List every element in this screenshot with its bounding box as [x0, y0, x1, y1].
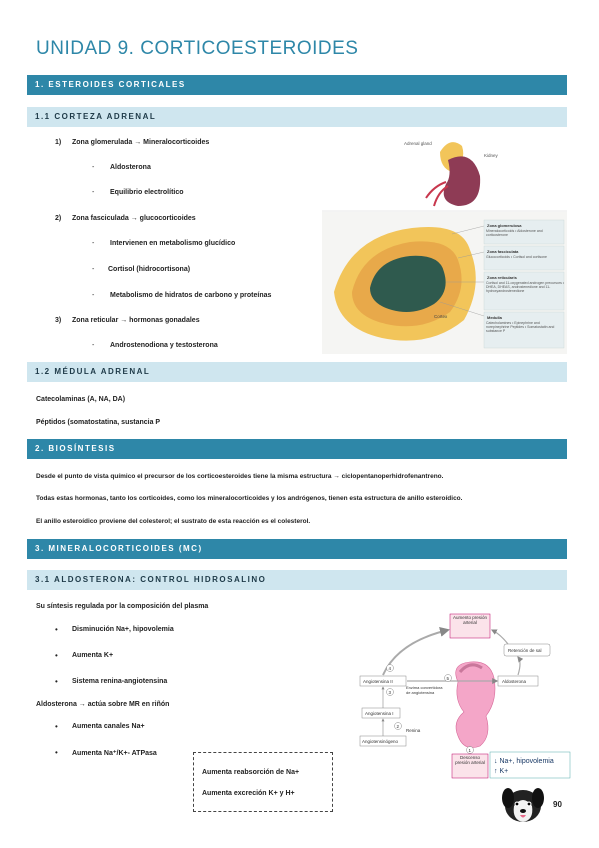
bullet-marker: •: [55, 677, 58, 686]
adrenal-figure: Adrenal gland Kidney Cortex Zona glomeru…: [322, 132, 567, 354]
dash-marker: -: [92, 240, 95, 247]
list-item: Androstenodiona y testosterona: [110, 342, 218, 349]
text-descenso: Descenso presión arterial: [455, 755, 485, 765]
medulla-line-1: Catecolaminas (A, NA, DA): [36, 396, 126, 403]
bullet-marker: •: [55, 748, 58, 757]
zg-text: Mineralocorticoids • Aldosterone and cor…: [486, 229, 543, 237]
kidney-adrenal-shape: [455, 661, 496, 748]
zg-title: Zona glomerulosa: [487, 223, 522, 228]
box-descenso: [451, 753, 489, 779]
zone-reticular: Zona reticular → hormonas gonadales: [72, 317, 200, 324]
dash-marker: -: [92, 164, 95, 171]
list-number: 1): [55, 139, 62, 146]
section-header-1: 1. ESTEROIDES CORTICALES: [27, 75, 567, 95]
medulla-shape: [370, 255, 446, 312]
step-5: 5: [447, 676, 450, 681]
text-retencion: Retención de sal: [508, 648, 542, 653]
text-na: ↓ Na+, hipovolemia: [494, 758, 554, 765]
bullet-item: Aumenta K+: [72, 652, 114, 659]
biosynthesis-paragraph-3: El anillo esteroídico proviene del coles…: [36, 518, 311, 525]
medulla-title: Medulla: [487, 315, 503, 320]
list-item: Intervienen en metabolismo glucídico: [110, 240, 236, 247]
bullet-item: Sistema renina-angiotensina: [72, 678, 168, 685]
box-aumento: [449, 613, 491, 639]
text-enzima: Enzima convertidora de angiotensina: [406, 686, 443, 695]
text-renina: Renina: [406, 728, 421, 733]
step-4: 4: [389, 666, 392, 671]
text-ang1: Angiotensina I: [365, 711, 394, 716]
section-header-2: 2. BIOSÍNTESIS: [27, 439, 567, 459]
list-item: Equilibrio electrolítico: [110, 189, 184, 196]
raas-figure: Aumento presión arterial Retención de sa…: [359, 613, 571, 779]
list-number: 2): [55, 215, 62, 222]
text-k: ↑ K+: [494, 768, 508, 775]
zr-title: Zona reticularis: [487, 275, 518, 280]
text-ang2: Angiotensina II: [363, 679, 393, 684]
page-number: 90: [553, 800, 562, 809]
zone-fasciculada: Zona fasciculada → glucocorticoides: [72, 215, 196, 222]
dog-mascot-icon: [502, 788, 544, 822]
bullet-item: Aumenta canales Na+: [72, 723, 145, 730]
text-aumento: Aumento presión arterial: [452, 615, 488, 625]
step-3: 3: [389, 690, 392, 695]
box-trigger: [489, 751, 571, 779]
label-adrenal-gland: Adrenal gland: [404, 141, 432, 146]
page-title: UNIDAD 9. CORTICOESTEROIDES: [36, 38, 359, 59]
zf-title: Zona fasciculata: [487, 249, 519, 254]
aldosterone-action: Aldosterona → actúa sobre MR en riñón: [36, 701, 170, 708]
bullet-item: Aumenta Na⁺/K+- ATPasa: [72, 750, 157, 757]
section-header-3-1: 3.1 ALDOSTERONA: CONTROL HIDROSALINO: [27, 570, 567, 590]
list-item: Aldosterona: [110, 164, 151, 171]
medulla-text: Catecholamines • Epinephrine and norepin…: [486, 321, 555, 333]
list-item: Cortisol (hidrocortisona): [108, 266, 191, 273]
label-cortex: Cortex: [434, 314, 448, 319]
biosynthesis-paragraph-1: Desde el punto de vista químico el precu…: [36, 473, 444, 480]
bullet-marker: •: [55, 651, 58, 660]
effect-1: Aumenta reabsorción de Na+: [202, 769, 300, 776]
dash-marker: -: [92, 189, 95, 196]
section-header-3: 3. MINERALOCORTICOIDES (MC): [27, 539, 567, 559]
bullet-marker: •: [55, 722, 58, 731]
list-item: Metabolismo de hidratos de carbono y pro…: [110, 292, 272, 299]
text-aldosterona: Aldosterona: [502, 679, 527, 684]
bullet-item: Disminución Na+, hipovolemia: [72, 626, 174, 633]
zone-glomerulada: Zona glomerulada → Mineralocorticoides: [72, 139, 210, 146]
biosynthesis-paragraph-2: Todas estas hormonas, tanto los corticoi…: [36, 495, 463, 502]
dash-marker: -: [92, 292, 95, 299]
effects-box: [193, 752, 333, 812]
kidney-shape: [443, 156, 481, 206]
zf-text: Glucocorticoids • Cortisol and cortisone: [486, 255, 547, 259]
bullet-marker: •: [55, 625, 58, 634]
section-header-1-1: 1.1 CORTEZA ADRENAL: [27, 107, 567, 127]
dash-marker: -: [92, 342, 95, 349]
zr-text: Cortisol and 11-oxygenated androgen prec…: [486, 281, 564, 293]
medulla-line-2: Péptidos (somatostatina, sustancia P: [36, 419, 161, 426]
section-header-1-2: 1.2 MÉDULA ADRENAL: [27, 362, 567, 382]
aldosterone-intro: Su síntesis regulada por la composición …: [36, 603, 209, 610]
dash-marker: -: [92, 266, 95, 273]
step-2: 2: [397, 724, 400, 729]
effect-2: Aumenta excreción K+ y H+: [202, 790, 295, 797]
list-number: 3): [55, 317, 62, 324]
step-1: 1: [469, 748, 472, 753]
text-angiotensinogeno: Angiotensinógeno: [362, 739, 399, 744]
label-kidney: Kidney: [484, 153, 499, 158]
